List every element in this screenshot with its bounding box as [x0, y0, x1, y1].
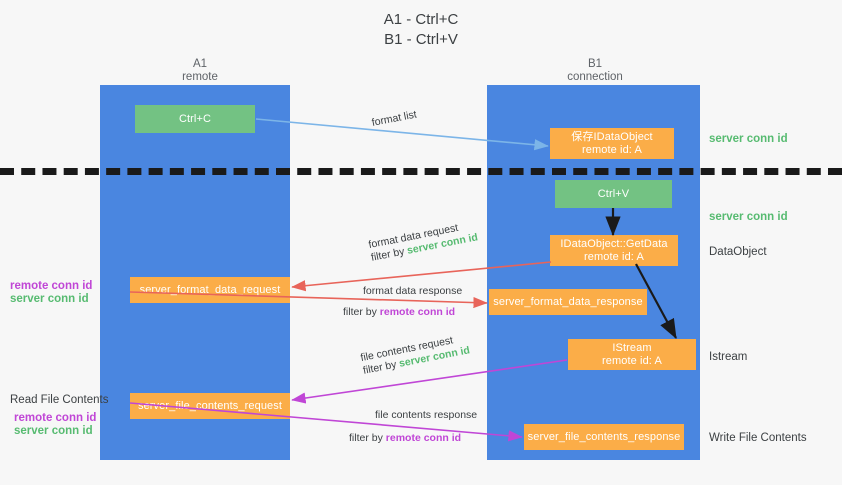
label-server-conn-id-1: server conn id — [10, 293, 89, 305]
edge-format-data-response-prefix: filter by — [343, 306, 380, 318]
lane-a1-sub: remote — [182, 71, 218, 83]
edge-label-format-data-response: format data response filter by remote co… — [343, 285, 463, 319]
node-server-file-contents-response[interactable]: server_file_contents_response — [524, 424, 684, 450]
title-line-1: A1 - Ctrl+C — [383, 11, 459, 28]
title-line-2: B1 - Ctrl+V — [384, 31, 458, 48]
node-server-file-contents-response-label: server_file_contents_response — [527, 430, 681, 443]
edge-file-contents-response-line2: filter by remote conn id — [349, 432, 477, 445]
arrow-format-data-response — [129, 291, 488, 309]
node-save-idataobject[interactable]: 保存IDataObject remote id: A — [550, 128, 674, 159]
node-getdata-line2: remote id: A — [584, 250, 644, 263]
arrow-getdata-to-istream — [635, 263, 677, 339]
edge-format-data-response-line1: format data response — [363, 285, 463, 297]
label-read-file-contents: Read File Contents — [10, 394, 109, 406]
node-server-file-contents-request-label: server_file_contents_request — [137, 399, 283, 412]
node-ctrl-v[interactable]: Ctrl+V — [555, 180, 672, 208]
phase-divider — [0, 168, 842, 175]
edge-file-contents-response-prefix: filter by — [349, 432, 386, 444]
lane-b1-sub: connection — [567, 71, 623, 83]
node-istream-line1: IStream — [612, 341, 652, 354]
label-server-conn-id-mid: server conn id — [709, 211, 788, 223]
lane-header-a1: A1 remote — [110, 58, 290, 84]
node-save-idataobject-line1: 保存IDataObject — [571, 130, 653, 143]
arrow-format-list — [255, 118, 549, 151]
node-istream-line2: remote id: A — [602, 354, 662, 367]
label-server-conn-id-top: server conn id — [709, 133, 788, 145]
edge-format-data-response-key: remote conn id — [379, 306, 456, 318]
lane-b1-name: B1 — [587, 58, 603, 70]
node-getdata-line1: IDataObject::GetData — [560, 237, 668, 250]
node-istream[interactable]: IStream remote id: A — [568, 339, 696, 370]
node-ctrl-v-label: Ctrl+V — [597, 187, 630, 200]
label-write-file-contents: Write File Contents — [709, 432, 807, 444]
node-ctrl-c[interactable]: Ctrl+C — [135, 105, 255, 133]
label-istream: Istream — [709, 351, 748, 363]
node-server-format-data-request-label: server_format_data_request — [139, 283, 281, 296]
edge-file-contents-response-line1: file contents response — [375, 409, 478, 421]
node-server-format-data-response[interactable]: server_format_data_response — [489, 289, 647, 315]
label-server-conn-id-2: server conn id — [14, 425, 93, 437]
node-server-format-data-request[interactable]: server_format_data_request — [130, 277, 290, 303]
arrow-file-contents-request — [291, 359, 568, 404]
lane-a1-name: A1 — [192, 58, 208, 70]
arrow-file-contents-response — [129, 402, 523, 442]
label-dataobject: DataObject — [709, 246, 767, 258]
arrow-format-data-request — [291, 261, 552, 292]
node-save-idataobject-line2: remote id: A — [582, 143, 642, 156]
edge-label-file-contents-response: file contents response filter by remote … — [349, 409, 478, 445]
label-remote-conn-id-1: remote conn id — [10, 280, 93, 292]
diagram-title: A1 - Ctrl+C B1 - Ctrl+V — [0, 10, 842, 50]
node-getdata[interactable]: IDataObject::GetData remote id: A — [550, 235, 678, 266]
edge-format-data-response-line2: filter by remote conn id — [343, 306, 462, 319]
label-remote-conn-id-2: remote conn id — [14, 412, 97, 424]
node-server-format-data-response-label: server_format_data_response — [493, 295, 643, 308]
node-ctrl-c-label: Ctrl+C — [178, 112, 212, 125]
edge-file-contents-response-key: remote conn id — [385, 432, 462, 444]
lane-header-b1: B1 connection — [505, 58, 685, 84]
